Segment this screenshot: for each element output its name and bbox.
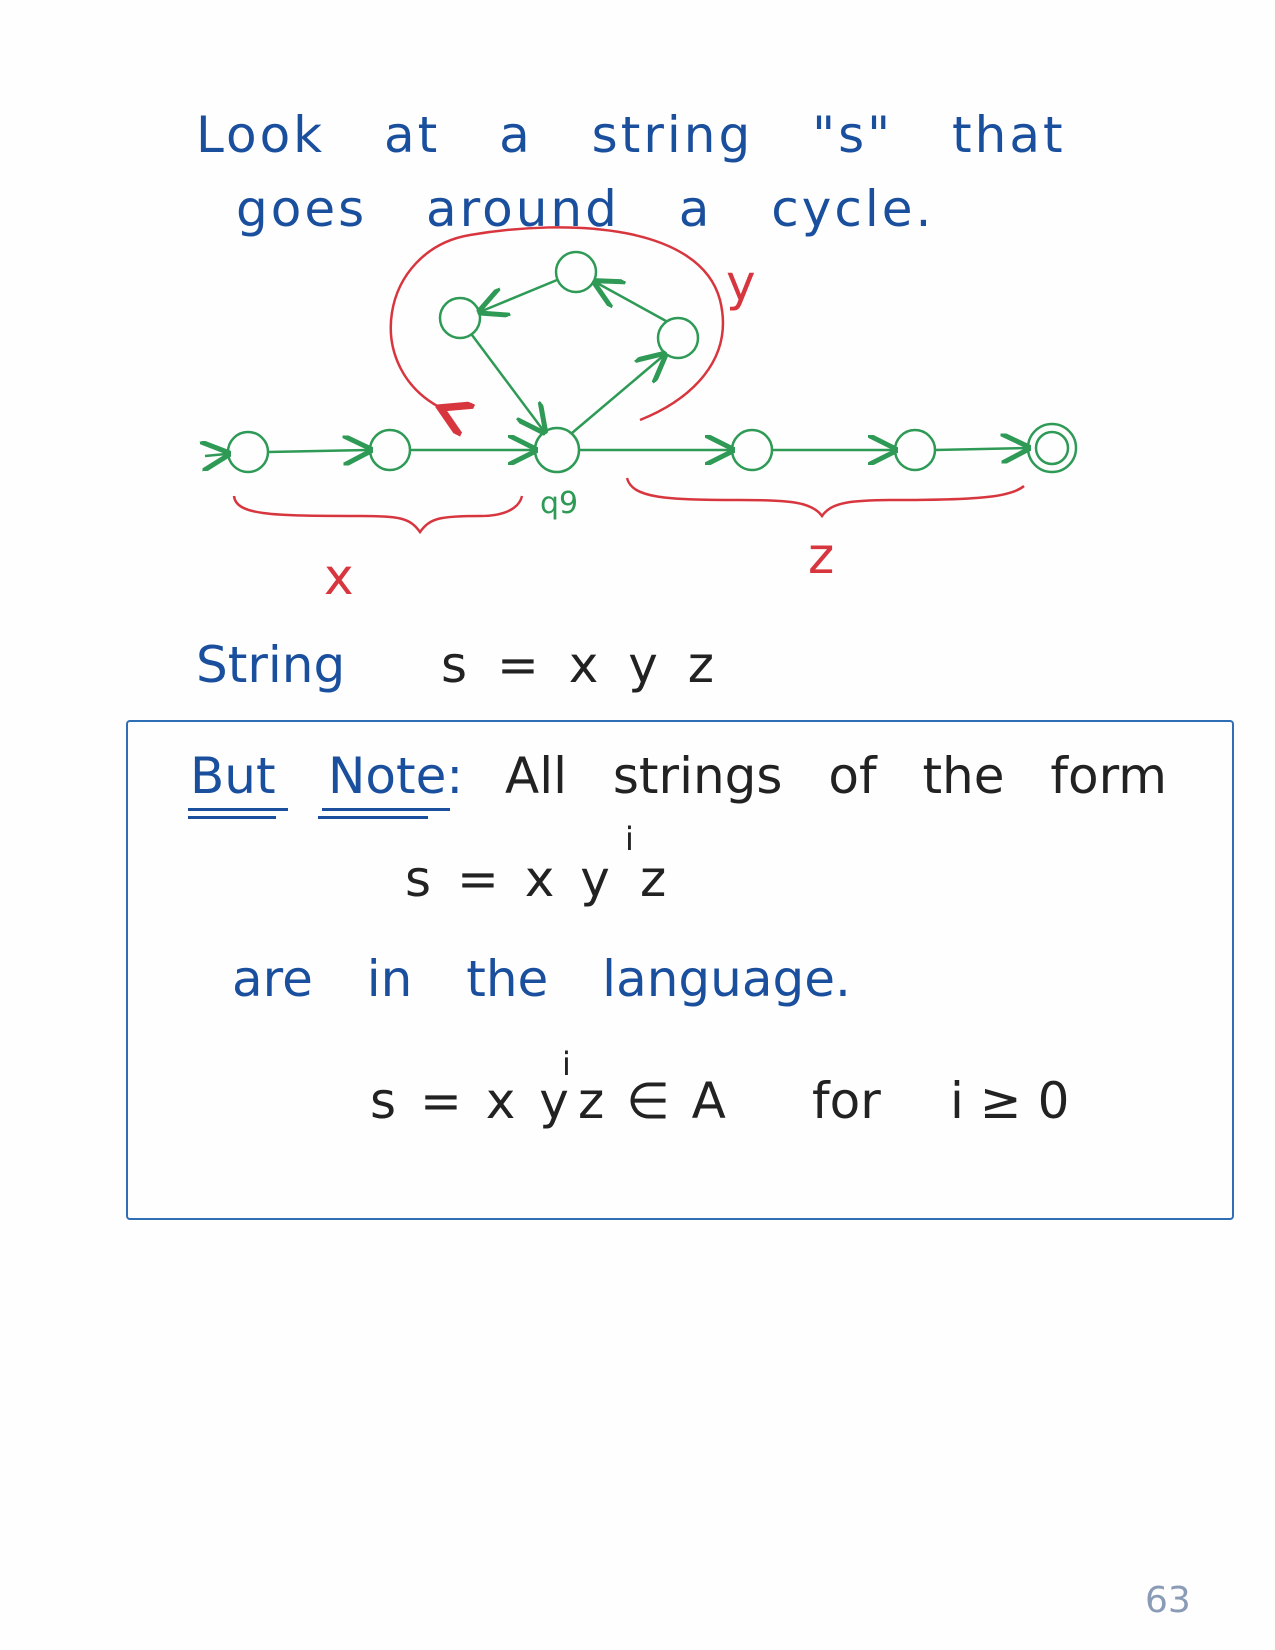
brace-z xyxy=(625,477,1025,519)
note-rest: All strings of the form xyxy=(505,747,1167,805)
formula2-sup: i xyxy=(562,1045,571,1083)
formula1-z: z xyxy=(640,850,667,908)
label-y: y xyxy=(726,254,756,312)
formula2-condition: i ≥ 0 xyxy=(950,1072,1070,1130)
transition-5-final xyxy=(934,448,1026,450)
underline-note-2 xyxy=(318,816,428,819)
state-4 xyxy=(730,428,774,472)
cycle-loop-arc xyxy=(389,226,725,420)
note-but: But xyxy=(190,747,276,805)
formula1-sup: i xyxy=(625,820,634,858)
transition-q9-right xyxy=(571,356,663,434)
intro-line-1: Look at a string "s" that xyxy=(196,106,1066,164)
formula2-for: for xyxy=(812,1072,881,1130)
transition-right-top xyxy=(597,283,667,323)
page-number: 63 xyxy=(1145,1580,1191,1621)
label-q9: q9 xyxy=(540,486,579,521)
underline-but-2 xyxy=(188,816,276,819)
state-1 xyxy=(226,430,270,474)
transition-1-2 xyxy=(267,450,368,452)
state-final-inner xyxy=(1034,430,1070,466)
underline-note xyxy=(322,808,450,811)
state-2 xyxy=(368,428,412,472)
formula2-rest: z ∈ A xyxy=(578,1072,726,1130)
formula2-main: s = x y xyxy=(370,1072,569,1130)
start-arrow xyxy=(205,454,226,456)
string-equation: s = x y z xyxy=(441,636,714,694)
cycle-state-top xyxy=(554,250,598,294)
label-x: x xyxy=(324,548,354,606)
state-5 xyxy=(893,428,937,472)
cycle-state-left xyxy=(438,296,482,340)
transition-top-left xyxy=(482,278,558,311)
transition-left-q9 xyxy=(470,334,543,430)
label-z: z xyxy=(808,527,835,585)
state-q9 xyxy=(533,426,581,474)
string-word: String xyxy=(196,636,346,694)
automaton-diagram xyxy=(0,226,1078,535)
brace-x xyxy=(232,495,524,535)
note-box xyxy=(126,720,1234,1220)
formula1-main: s = x y xyxy=(405,850,610,908)
note-note: Note: xyxy=(328,747,464,805)
language-line: are in the language. xyxy=(232,950,851,1008)
cycle-state-right xyxy=(656,316,700,360)
underline-but xyxy=(188,808,288,811)
